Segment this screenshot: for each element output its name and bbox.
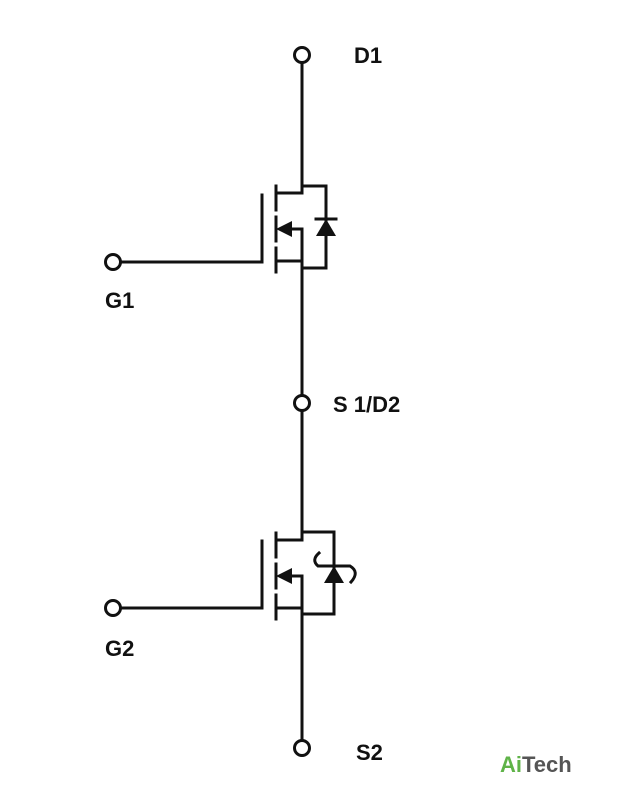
q2-diode-frame	[300, 530, 336, 616]
q1-diode-triangle	[316, 219, 336, 236]
terminal-g2-label: G2	[105, 636, 134, 661]
terminal-g2-pin	[104, 599, 122, 617]
mosfet-q2	[118, 409, 357, 743]
q2-zener-bar	[313, 550, 357, 585]
terminal-s1d2-pin	[293, 394, 311, 412]
mosfet-q1	[118, 60, 338, 397]
terminal-g1-pin	[104, 253, 122, 271]
terminal-d1-label: D1	[354, 43, 382, 68]
terminal-s1d2-label: S 1/D2	[333, 392, 400, 417]
q1-body-arrow	[276, 221, 292, 237]
aitech-logo-tech: Tech	[522, 752, 572, 777]
q2-diode-triangle	[324, 566, 344, 583]
terminal-s2-label: S2	[356, 740, 383, 765]
terminal-d1-pin	[293, 46, 311, 64]
aitech-logo: AiTech	[500, 752, 572, 777]
aitech-logo-ai: Ai	[500, 752, 522, 777]
q2-body-arrow	[276, 568, 292, 584]
terminal-s2-pin	[293, 739, 311, 757]
terminal-g1-label: G1	[105, 288, 134, 313]
